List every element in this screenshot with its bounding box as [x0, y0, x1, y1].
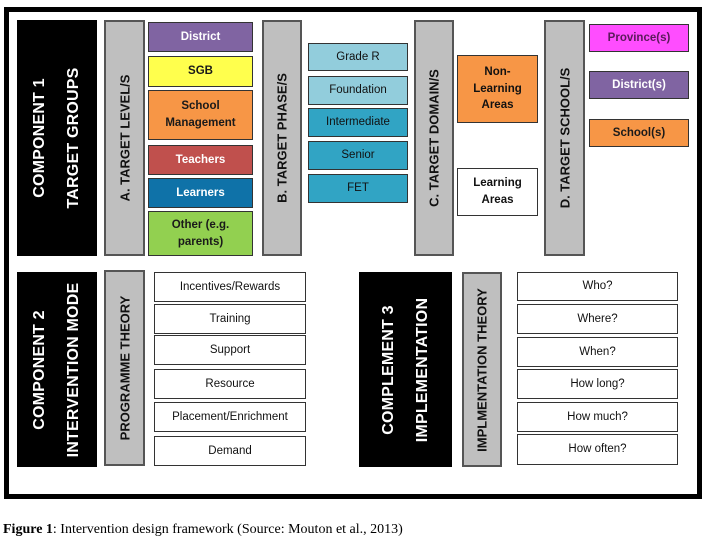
intervention-mode-item-label: Placement/Enrichment — [172, 410, 288, 423]
implementation-item-label: Where? — [577, 312, 618, 325]
component2-subtitle: INTERVENTION MODE — [65, 282, 82, 457]
component3-title: COMPLEMENT 3 — [379, 304, 397, 435]
intervention-mode-item-label: Demand — [208, 444, 252, 457]
component2-header: COMPONENT 2 INTERVENTION MODE — [17, 272, 97, 467]
target-school-item-label: District(s) — [612, 78, 666, 91]
figure-caption-text: : Intervention design framework (Source:… — [52, 522, 403, 537]
component1-subtitle: TARGET GROUPS — [65, 67, 82, 209]
implementation-theory-label: IMPLMENTATION THEORY — [474, 287, 490, 452]
target-level-label-box: A. TARGET LEVEL/S — [104, 20, 145, 256]
component2-title: COMPONENT 2 — [31, 309, 48, 430]
implementation-item: How long? — [517, 369, 678, 399]
target-domain-label: C. TARGET DOMAIN/S — [426, 69, 442, 207]
implementation-theory-label-box: IMPLMENTATION THEORY — [462, 272, 502, 467]
implementation-item: How much? — [517, 402, 678, 432]
target-domain-item: Learning Areas — [457, 168, 538, 216]
target-level-label: A. TARGET LEVEL/S — [117, 74, 132, 202]
target-level-item: District — [148, 22, 253, 52]
intervention-mode-item-label: Support — [209, 343, 251, 356]
target-level-item: School Management — [148, 90, 253, 140]
target-school-item: Province(s) — [589, 24, 689, 52]
component3-subtitle: IMPLEMENTATION — [413, 297, 431, 442]
programme-theory-label: PROGRAMME THEORY — [117, 295, 132, 441]
programme-theory-label-box: PROGRAMME THEORY — [104, 270, 145, 466]
target-domain-item-label: Non-Learning Areas — [473, 65, 522, 112]
target-level-item: SGB — [148, 56, 253, 87]
target-level-item: Other (e.g. parents) — [148, 211, 253, 256]
implementation-item-label: How long? — [570, 377, 625, 390]
implementation-item: When? — [517, 337, 678, 367]
implementation-item-label: How much? — [567, 410, 628, 423]
target-level-item-label: District — [180, 30, 221, 43]
target-phase-item-label: FET — [347, 182, 369, 195]
target-phase-item: FET — [308, 174, 408, 203]
intervention-mode-item: Placement/Enrichment — [154, 402, 306, 432]
target-school-item: District(s) — [589, 71, 689, 99]
intervention-mode-item: Support — [154, 335, 306, 365]
component1-header: COMPONENT 1 TARGET GROUPS — [17, 20, 97, 256]
target-phase-item-label: Intermediate — [326, 116, 390, 129]
intervention-mode-item: Resource — [154, 369, 306, 399]
intervention-mode-item-label: Incentives/Rewards — [179, 280, 281, 293]
component3-header: COMPLEMENT 3 IMPLEMENTATION — [359, 272, 452, 467]
figure-caption: Figure 1: Intervention design framework … — [3, 522, 403, 538]
target-level-item: Learners — [148, 178, 253, 208]
intervention-mode-item-label: Training — [209, 312, 251, 325]
target-level-item-label: Other (e.g. parents) — [171, 218, 230, 248]
implementation-item-label: Who? — [582, 280, 613, 293]
implementation-item: Who? — [517, 272, 678, 301]
target-phase-label: B. TARGET PHASE/S — [274, 73, 290, 203]
target-school-item-label: School(s) — [612, 126, 666, 139]
target-phase-item: Grade R — [308, 43, 408, 71]
component1-title: COMPONENT 1 — [31, 78, 48, 198]
target-level-item: Teachers — [148, 145, 253, 175]
implementation-item: Where? — [517, 304, 678, 334]
target-school-label: D. TARGET SCHOOL/S — [557, 67, 572, 209]
target-domain-item-label: Learning Areas — [473, 177, 522, 206]
implementation-item: How often? — [517, 434, 678, 465]
target-domain-label-box: C. TARGET DOMAIN/S — [414, 20, 454, 256]
target-phase-item-label: Senior — [341, 149, 375, 162]
intervention-mode-item-label: Resource — [205, 377, 255, 390]
target-level-item-label: SGB — [188, 65, 213, 78]
target-phase-item-label: Grade R — [336, 50, 380, 63]
implementation-item-label: How often? — [568, 443, 627, 456]
target-school-item: School(s) — [589, 119, 689, 147]
target-domain-item: Non-Learning Areas — [457, 55, 538, 123]
target-phase-item: Intermediate — [308, 108, 408, 137]
target-phase-item-label: Foundation — [329, 84, 387, 97]
target-phase-item: Foundation — [308, 76, 408, 105]
figure-label: Figure 1 — [3, 522, 53, 537]
target-phase-label-box: B. TARGET PHASE/S — [262, 20, 302, 256]
intervention-mode-item: Demand — [154, 436, 306, 466]
target-level-item-label: Learners — [176, 186, 225, 199]
target-level-item-label: School Management — [165, 100, 236, 129]
intervention-mode-item: Incentives/Rewards — [154, 272, 306, 302]
target-phase-item: Senior — [308, 141, 408, 170]
implementation-item-label: When? — [579, 345, 616, 358]
intervention-mode-item: Training — [154, 304, 306, 334]
target-level-item-label: Teachers — [175, 153, 226, 166]
target-school-item-label: Province(s) — [607, 31, 671, 44]
target-school-label-box: D. TARGET SCHOOL/S — [544, 20, 585, 256]
